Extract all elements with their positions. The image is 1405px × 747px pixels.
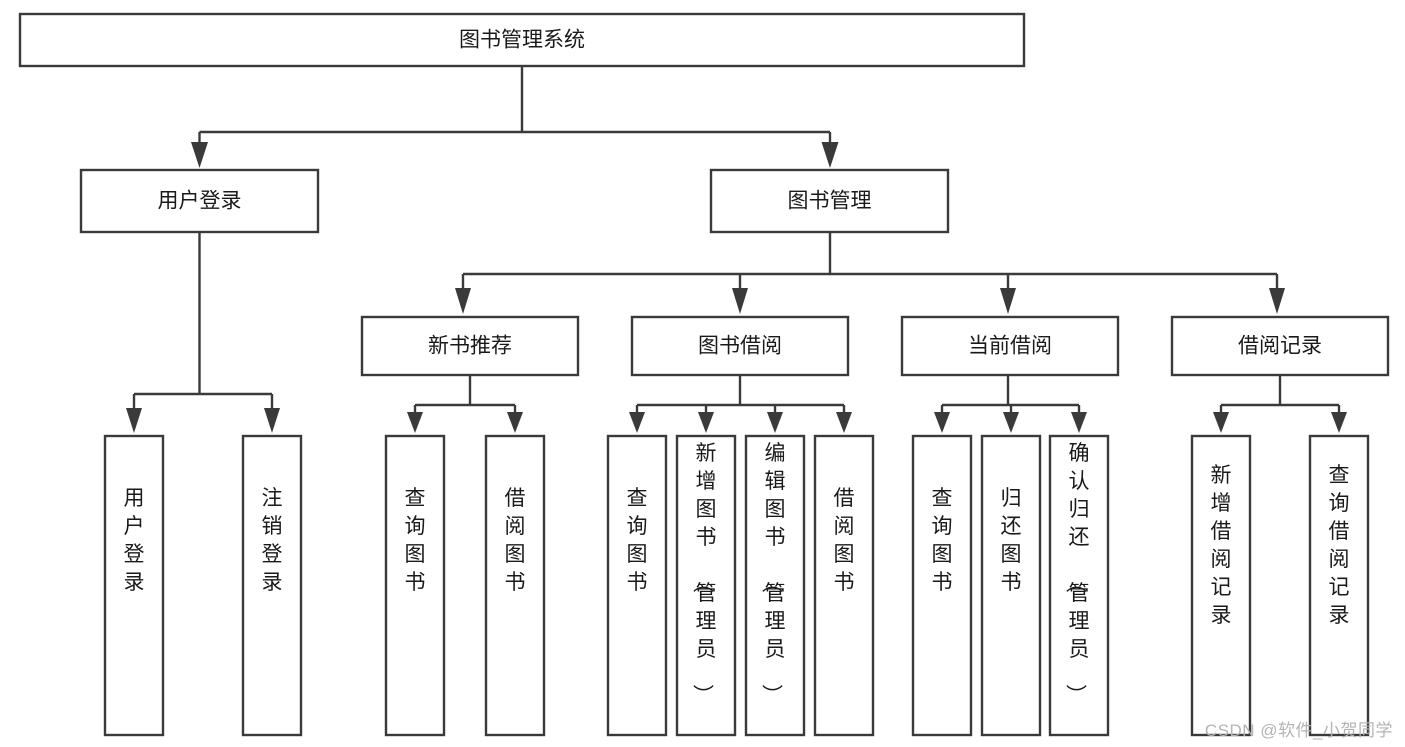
node-leaf-query-borrow-record[interactable]: 查询借阅记录 xyxy=(1308,434,1370,737)
node-new-book-recommend-box[interactable] xyxy=(360,315,580,377)
node-root-label: 图书管理系统 xyxy=(459,29,585,52)
node-leaf-query-book-borrow-box[interactable] xyxy=(606,434,668,737)
node-leaf-query-book-borrow-label: 查询图书 xyxy=(627,487,648,594)
node-root[interactable]: 图书管理系统 xyxy=(18,12,1026,68)
node-user-login-box[interactable] xyxy=(79,168,320,234)
node-leaf-add-book-admin-box[interactable] xyxy=(675,434,737,737)
arrow-head-book-borrow xyxy=(732,288,748,314)
node-leaf-confirm-return-admin[interactable]: 确认归还（管理员） xyxy=(1048,434,1110,737)
node-borrow-record[interactable]: 借阅记录 xyxy=(1170,315,1390,377)
arrow-head-leaf-query-book-cur xyxy=(934,412,950,433)
node-borrow-record-label: 借阅记录 xyxy=(1238,335,1322,358)
node-leaf-query-book-rec[interactable]: 查询图书 xyxy=(384,434,446,737)
node-new-book-recommend-label: 新书推荐 xyxy=(428,335,512,358)
node-leaf-user-logout[interactable]: 注销登录 xyxy=(241,434,303,737)
connector-group-current-borrow xyxy=(934,375,1087,433)
node-leaf-borrow-book-label: 借阅图书 xyxy=(834,487,855,594)
node-leaf-add-borrow-record[interactable]: 新增借阅记录 xyxy=(1190,434,1252,737)
node-leaf-borrow-book-rec[interactable]: 借阅图书 xyxy=(484,434,546,737)
node-current-borrow-label: 当前借阅 xyxy=(968,335,1052,358)
arrow-head-new-book-recommend xyxy=(455,288,471,314)
node-leaf-user-logout-label: 注销登录 xyxy=(262,487,283,594)
arrow-head-leaf-query-book-rec xyxy=(407,412,423,433)
arrow-head-user-login xyxy=(191,142,208,168)
node-leaf-borrow-book-rec-box[interactable] xyxy=(484,434,546,737)
connector-group-book-borrow xyxy=(629,375,852,433)
node-leaf-borrow-book[interactable]: 借阅图书 xyxy=(813,434,875,737)
node-leaf-query-book-rec-label: 查询图书 xyxy=(405,487,426,594)
node-leaf-user-logout-box[interactable] xyxy=(241,434,303,737)
node-leaf-query-book-cur[interactable]: 查询图书 xyxy=(911,434,973,737)
arrow-head-leaf-add-book-admin xyxy=(698,412,714,433)
csdn-watermark: CSDN @软件_小贺同学 xyxy=(1204,721,1393,740)
connector-group-borrow-record xyxy=(1213,375,1347,433)
connector-group-root xyxy=(191,66,839,168)
connector-group-book-manage xyxy=(455,232,1285,314)
node-leaf-return-book-box[interactable] xyxy=(980,434,1042,737)
node-leaf-query-book-rec-box[interactable] xyxy=(384,434,446,737)
node-book-borrow-box[interactable] xyxy=(630,315,850,377)
node-leaf-edit-book-admin[interactable]: 编辑图书（管理员） xyxy=(744,434,806,737)
node-book-manage[interactable]: 图书管理 xyxy=(709,168,950,234)
node-user-login[interactable]: 用户登录 xyxy=(79,168,320,234)
node-current-borrow-box[interactable] xyxy=(900,315,1120,377)
node-leaf-add-borrow-record-box[interactable] xyxy=(1190,434,1252,737)
node-leaf-add-book-admin-label: 新增图书（管理员） xyxy=(691,442,717,705)
arrow-head-leaf-user-logout xyxy=(264,408,280,433)
node-root-box[interactable] xyxy=(18,12,1026,68)
node-leaf-return-book-label: 归还图书 xyxy=(1001,487,1022,594)
arrow-head-leaf-edit-book-admin xyxy=(767,412,783,433)
node-leaf-confirm-return-admin-label: 确认归还（管理员） xyxy=(1064,442,1090,705)
arrow-head-borrow-record xyxy=(1269,288,1285,314)
node-leaf-query-borrow-record-box[interactable] xyxy=(1308,434,1370,737)
node-leaf-confirm-return-admin-box[interactable] xyxy=(1048,434,1110,737)
node-leaf-return-book[interactable]: 归还图书 xyxy=(980,434,1042,737)
arrow-head-book-manage xyxy=(821,142,839,168)
node-leaf-borrow-book-box[interactable] xyxy=(813,434,875,737)
node-leaf-query-book-borrow[interactable]: 查询图书 xyxy=(606,434,668,737)
arrow-head-leaf-add-borrow-record xyxy=(1213,412,1229,433)
node-leaf-add-borrow-record-label: 新增借阅记录 xyxy=(1211,464,1232,627)
arrow-head-leaf-query-book-borrow xyxy=(629,412,645,433)
node-leaf-query-borrow-record-label: 查询借阅记录 xyxy=(1329,464,1350,627)
arrow-head-leaf-confirm-return-admin xyxy=(1071,412,1087,433)
arrow-head-leaf-borrow-book xyxy=(836,412,852,433)
node-leaf-user-login-box[interactable] xyxy=(103,434,165,737)
node-leaf-query-book-cur-label: 查询图书 xyxy=(932,487,953,594)
arrow-head-leaf-return-book xyxy=(1003,412,1019,433)
connector-group-new-book-recommend xyxy=(407,375,523,433)
node-current-borrow[interactable]: 当前借阅 xyxy=(900,315,1120,377)
node-borrow-record-box[interactable] xyxy=(1170,315,1390,377)
connector-group-user-login xyxy=(126,232,280,433)
node-leaf-query-book-cur-box[interactable] xyxy=(911,434,973,737)
arrow-head-leaf-borrow-book-rec xyxy=(507,412,523,433)
node-leaf-user-login-label: 用户登录 xyxy=(124,487,145,594)
node-book-manage-label: 图书管理 xyxy=(788,190,872,213)
node-user-login-label: 用户登录 xyxy=(158,190,242,213)
node-leaf-add-book-admin[interactable]: 新增图书（管理员） xyxy=(675,434,737,737)
arrow-head-current-borrow xyxy=(1000,288,1016,314)
node-book-borrow-label: 图书借阅 xyxy=(698,335,782,358)
node-book-manage-box[interactable] xyxy=(709,168,950,234)
node-leaf-borrow-book-rec-label: 借阅图书 xyxy=(505,487,526,594)
arrow-head-leaf-query-borrow-record xyxy=(1331,412,1347,433)
node-book-borrow[interactable]: 图书借阅 xyxy=(630,315,850,377)
arrow-head-leaf-user-login xyxy=(126,408,142,433)
node-leaf-edit-book-admin-box[interactable] xyxy=(744,434,806,737)
node-new-book-recommend[interactable]: 新书推荐 xyxy=(360,315,580,377)
node-leaf-user-login[interactable]: 用户登录 xyxy=(103,434,165,737)
node-leaf-edit-book-admin-label: 编辑图书（管理员） xyxy=(760,442,786,705)
